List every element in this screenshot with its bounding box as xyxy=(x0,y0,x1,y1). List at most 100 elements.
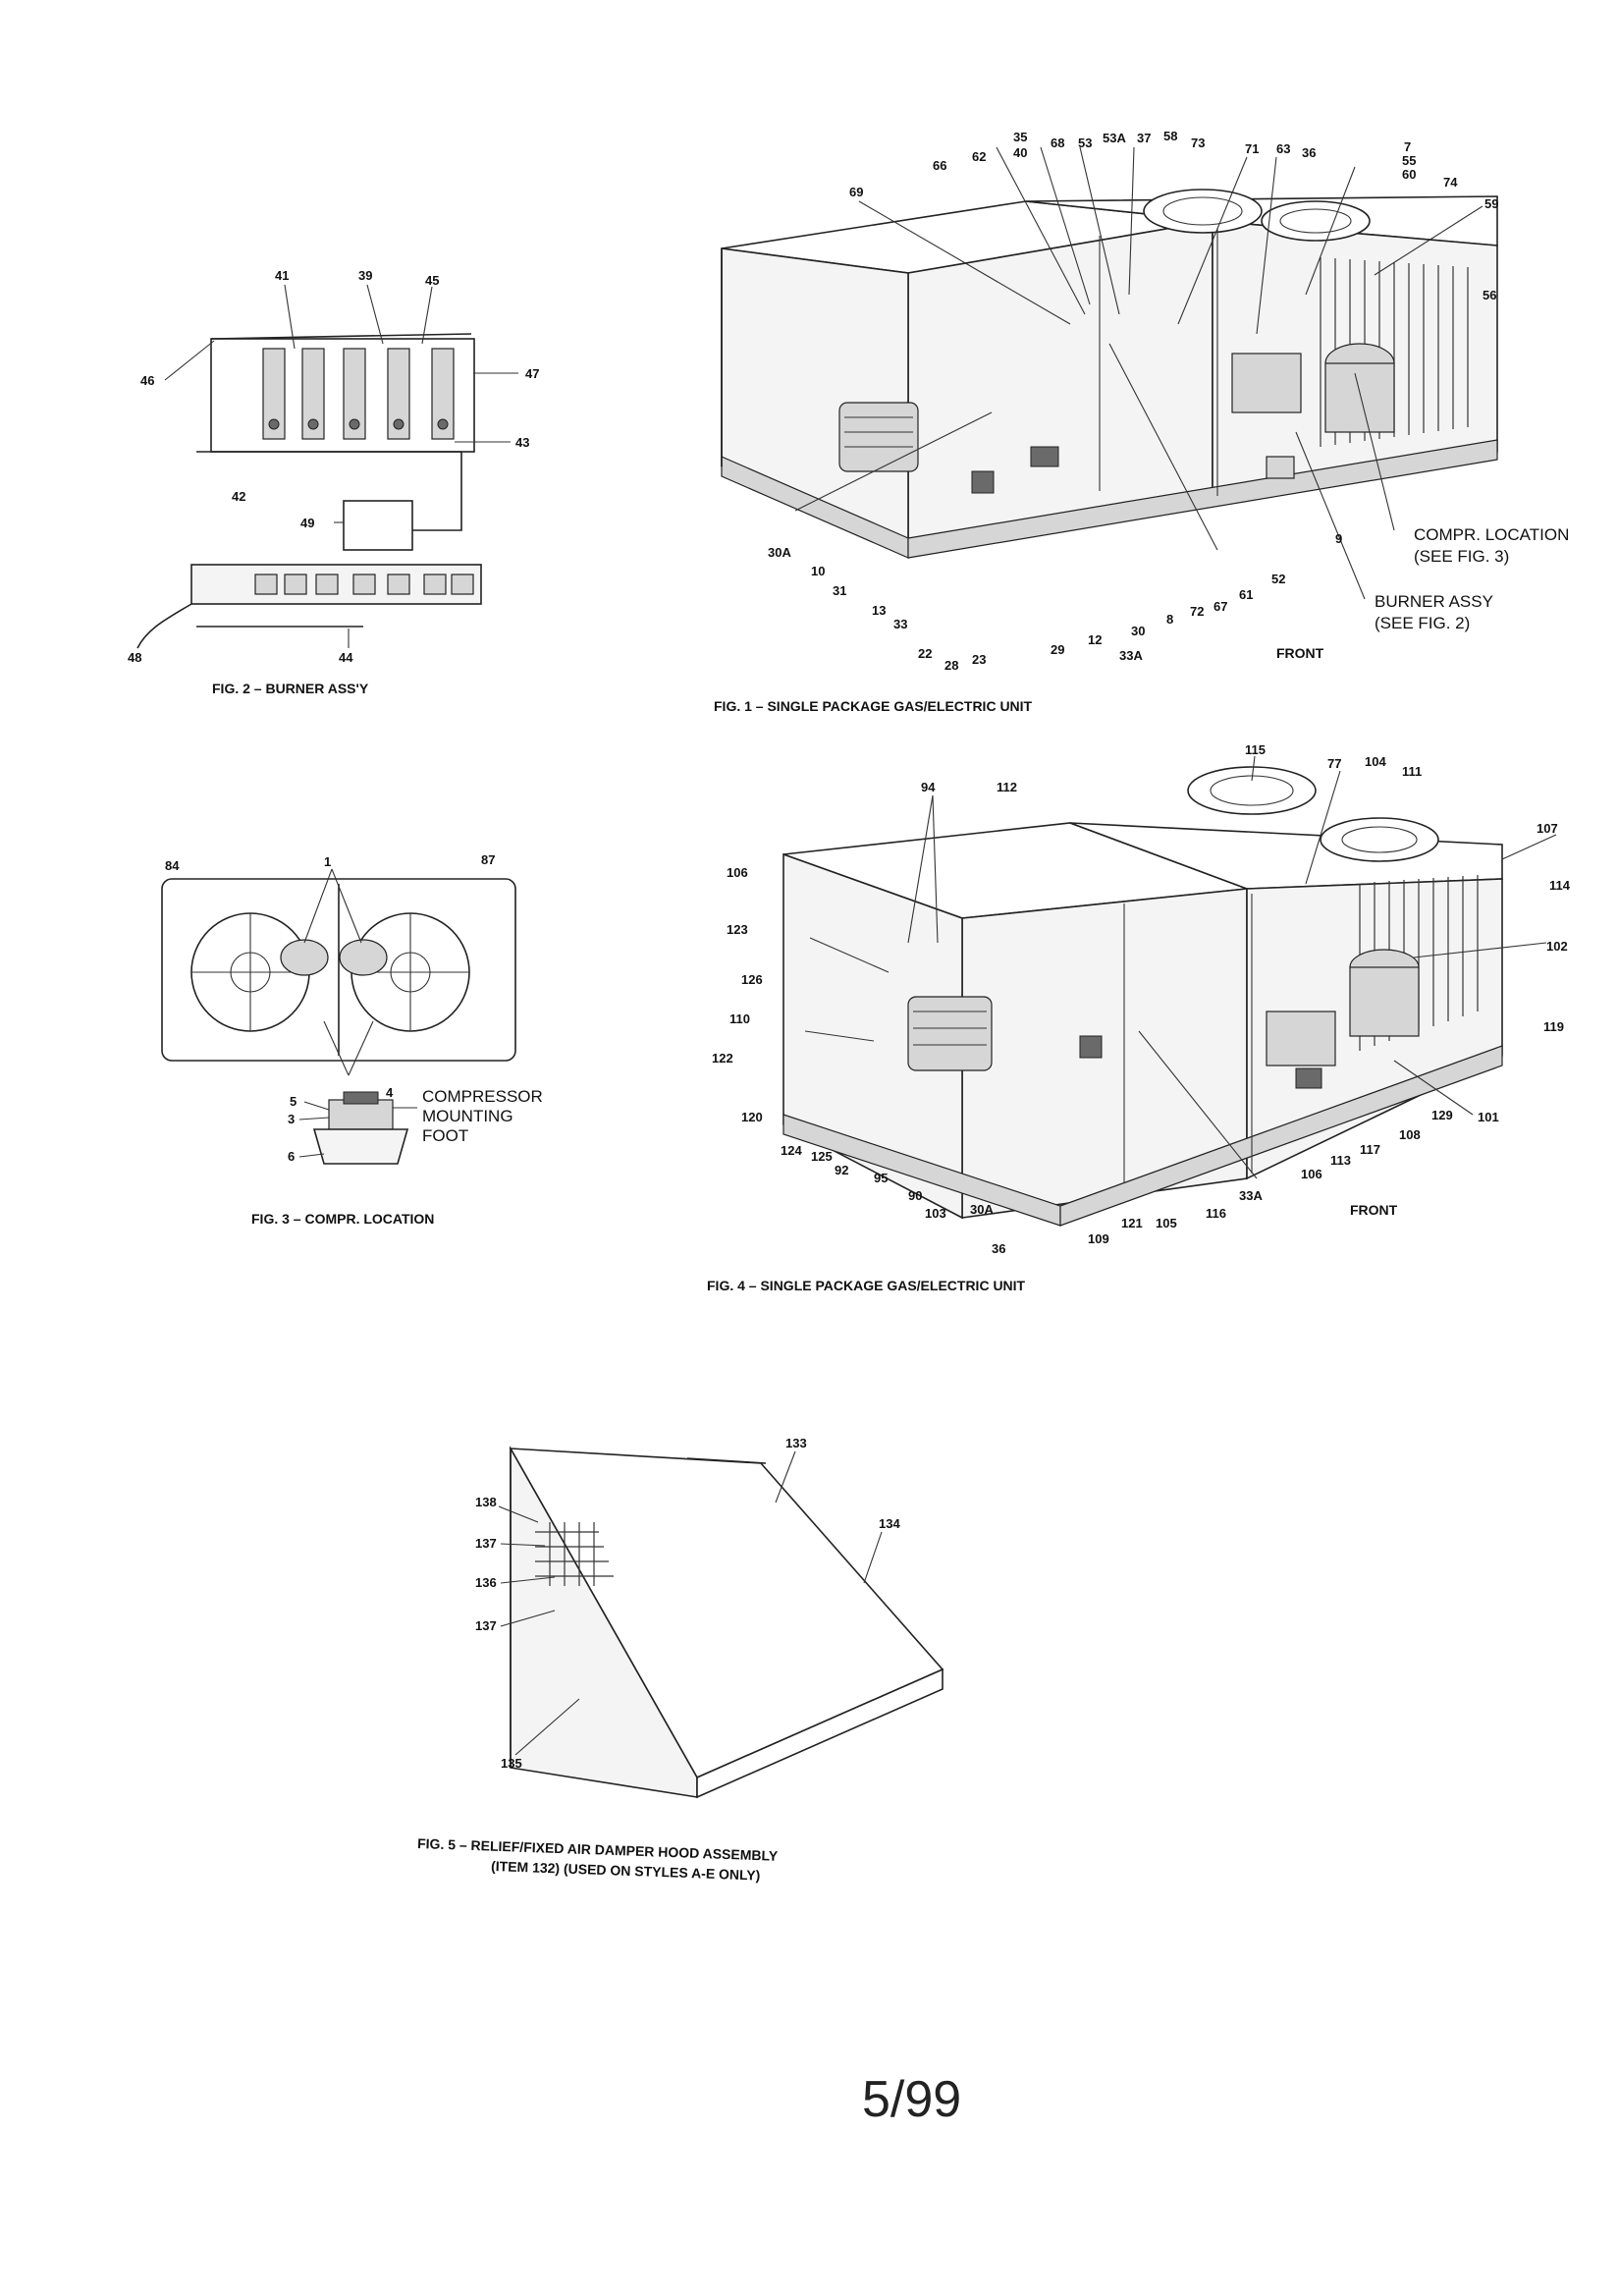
fig4-callout: 120 xyxy=(741,1110,763,1124)
fig4-diagram: 115 77 104 111 94 112 107 106 114 123 10… xyxy=(707,742,1571,1293)
fig1-callout: 55 xyxy=(1402,153,1416,168)
fig5-caption-line2: (ITEM 132) (USED ON STYLES A-E ONLY) xyxy=(491,1858,761,1884)
fig1-callout: 63 xyxy=(1276,141,1290,156)
fig3-mounting-label: FOOT xyxy=(422,1126,468,1145)
fig1-callout: 74 xyxy=(1443,175,1458,190)
fig3-diagram: 1 84 87 4 5 3 6 COMPRESSOR MOUNTING FOOT… xyxy=(161,852,543,1227)
fig4-callout: 106 xyxy=(1301,1167,1322,1181)
fig4-callout: 30A xyxy=(970,1202,994,1217)
fig4-callout: 121 xyxy=(1121,1216,1143,1230)
fig4-callout: 113 xyxy=(1330,1153,1351,1168)
fig4-callout: 94 xyxy=(921,780,936,794)
fig1-callout: 66 xyxy=(933,158,946,173)
fig1-callout: 53A xyxy=(1103,131,1126,145)
fig1-callout: 29 xyxy=(1051,642,1064,657)
fig1-callout: 56 xyxy=(1483,288,1496,302)
page-number: 5/99 xyxy=(862,2071,961,2128)
fig3-callout: 6 xyxy=(288,1149,295,1164)
fig1-callout: 60 xyxy=(1402,167,1416,182)
fig1-callout: 22 xyxy=(918,646,932,661)
fig2-diagram: 41 39 45 46 47 43 42 49 48 44 FIG. 2 – B… xyxy=(128,268,539,696)
fig1-callout: 71 xyxy=(1245,141,1259,156)
fig1-callout: 36 xyxy=(1302,145,1316,160)
fig4-callout: 124 xyxy=(781,1143,802,1158)
fig1-callout: 23 xyxy=(972,652,986,667)
fig1-callout: 28 xyxy=(944,658,958,673)
fig3-callout: 84 xyxy=(165,858,180,873)
fig1-compr-location-label: COMPR. LOCATION xyxy=(1414,525,1569,544)
fig4-callout: 104 xyxy=(1365,754,1386,769)
fig1-caption: FIG. 1 – SINGLE PACKAGE GAS/ELECTRIC UNI… xyxy=(714,698,1033,714)
fig2-callout: 43 xyxy=(515,435,529,450)
fig3-callout: 87 xyxy=(481,852,495,867)
fig4-callout: 101 xyxy=(1478,1110,1499,1124)
fig1-callout: 30A xyxy=(768,545,791,560)
fig2-callout: 49 xyxy=(300,516,314,530)
fig2-caption: FIG. 2 – BURNER ASS'Y xyxy=(212,681,369,696)
fig1-callout: 68 xyxy=(1051,136,1064,150)
fig4-callout: 92 xyxy=(835,1163,848,1177)
fig1-burner-assy-ref: (SEE FIG. 2) xyxy=(1375,614,1470,632)
fig4-callout: 110 xyxy=(729,1011,750,1026)
fig1-callout: 9 xyxy=(1335,531,1342,546)
fig4-callout: 36 xyxy=(992,1241,1005,1256)
fig1-callout: 72 xyxy=(1190,604,1204,619)
fig5-callout: 137 xyxy=(475,1618,497,1633)
fig4-callout: 106 xyxy=(727,865,748,880)
fig4-callout: 107 xyxy=(1537,821,1558,836)
fig3-callout: 5 xyxy=(290,1094,297,1109)
fig3-mounting-label: COMPRESSOR xyxy=(422,1087,543,1106)
fig5-callout: 137 xyxy=(475,1536,497,1551)
fig4-callout: 77 xyxy=(1327,756,1341,771)
fig1-callout: 31 xyxy=(833,583,846,598)
fig1-callout: 7 xyxy=(1404,139,1411,154)
fig1-callout: 73 xyxy=(1191,136,1205,150)
fig2-callout: 39 xyxy=(358,268,372,283)
fig5-callout: 133 xyxy=(785,1436,807,1450)
fig1-callout: 58 xyxy=(1163,129,1177,143)
fig3-callout: 4 xyxy=(386,1085,394,1100)
fig1-callout: 37 xyxy=(1137,131,1151,145)
fig1-compr-location-ref: (SEE FIG. 3) xyxy=(1414,547,1509,566)
fig1-callout: 61 xyxy=(1239,587,1253,602)
fig1-callout: 53 xyxy=(1078,136,1092,150)
fig2-callout: 47 xyxy=(525,366,539,381)
fig1-callout: 40 xyxy=(1013,145,1027,160)
fig4-callout: 122 xyxy=(712,1051,733,1066)
fig2-callout: 46 xyxy=(140,373,154,388)
fig2-callout: 45 xyxy=(425,273,439,288)
fig4-callout: 112 xyxy=(997,780,1017,794)
fig4-callout: 111 xyxy=(1402,764,1422,779)
fig4-callout: 102 xyxy=(1546,939,1568,954)
fig2-callout: 41 xyxy=(275,268,289,283)
fig1-callout: 59 xyxy=(1484,196,1498,211)
fig4-callout: 116 xyxy=(1206,1206,1226,1221)
fig4-callout: 95 xyxy=(874,1171,888,1185)
fig1-diagram: 35 40 68 53 53A 37 58 73 71 63 36 7 55 6… xyxy=(714,129,1569,714)
fig2-callout: 42 xyxy=(232,489,245,504)
fig5-caption-line1: FIG. 5 – RELIEF/FIXED AIR DAMPER HOOD AS… xyxy=(417,1835,779,1864)
fig3-callout: 1 xyxy=(324,854,331,869)
fig1-front-label: FRONT xyxy=(1276,645,1324,661)
fig3-mounting-label: MOUNTING xyxy=(422,1107,513,1125)
fig4-callout: 90 xyxy=(908,1188,922,1203)
fig1-callout: 33 xyxy=(893,617,907,631)
fig4-callout: 103 xyxy=(925,1206,946,1221)
fig1-callout: 62 xyxy=(972,149,986,164)
fig1-callout: 67 xyxy=(1214,599,1227,614)
fig1-callout: 35 xyxy=(1013,130,1027,144)
fig5-callout: 134 xyxy=(879,1516,900,1531)
fig4-front-label: FRONT xyxy=(1350,1202,1398,1218)
fig1-callout: 69 xyxy=(849,185,863,199)
fig4-callout: 117 xyxy=(1360,1142,1380,1157)
fig1-callout: 13 xyxy=(872,603,886,618)
fig4-callout: 109 xyxy=(1088,1231,1109,1246)
fig2-callout: 48 xyxy=(128,650,141,665)
fig4-callout: 119 xyxy=(1543,1019,1564,1034)
fig1-callout: 8 xyxy=(1166,612,1173,627)
fig5-callout: 135 xyxy=(501,1756,522,1771)
fig4-callout: 123 xyxy=(727,922,748,937)
fig1-callout: 52 xyxy=(1271,572,1285,586)
fig1-burner-assy-label: BURNER ASSY xyxy=(1375,592,1493,611)
fig1-callout: 12 xyxy=(1088,632,1102,647)
